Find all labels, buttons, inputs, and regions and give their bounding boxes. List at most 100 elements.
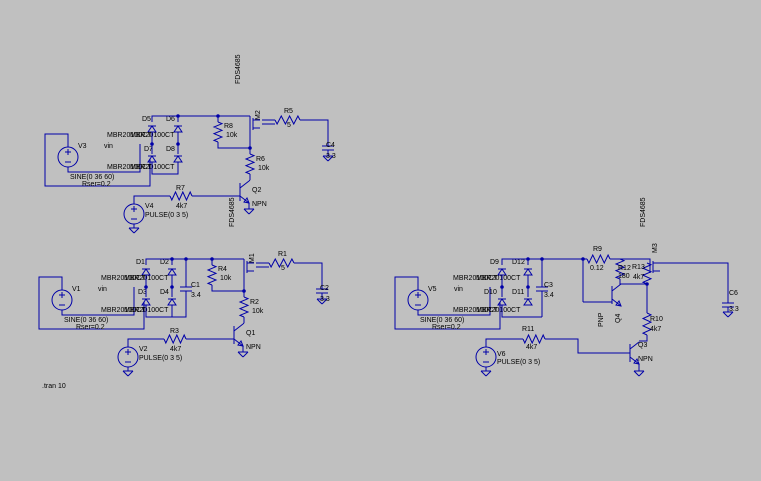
diode-name-label: D10	[484, 289, 497, 296]
wire	[186, 335, 235, 340]
mosfet-model-label: FDS4685	[640, 197, 647, 227]
wire	[61, 287, 135, 316]
load-resistor-icon	[274, 114, 301, 126]
sine-source-icon	[57, 146, 79, 168]
source-rser-label: Rser=0.2	[76, 324, 105, 331]
diode-model-label: MBR20100CT	[124, 275, 169, 282]
mosfet-name-label: M1	[249, 253, 256, 263]
resistor-name-label: R12	[618, 265, 631, 272]
resistor-value-label: 10k	[252, 308, 264, 315]
wire	[192, 192, 241, 197]
diode-name-label: D5	[142, 116, 151, 123]
diode-icon	[173, 125, 183, 133]
diode-model-label: MBR20100CT	[453, 307, 498, 314]
junction-dot	[526, 257, 530, 261]
wire	[639, 335, 648, 342]
base-resistor-icon	[169, 190, 193, 202]
sine-source-icon	[407, 289, 429, 311]
diode-icon	[523, 298, 533, 306]
npn-transistor-icon	[233, 323, 244, 347]
bjt-name-label: Q3	[638, 342, 647, 349]
junction-dot	[176, 114, 180, 118]
load-resistor-icon	[268, 257, 295, 269]
sense-resistor-icon	[586, 253, 611, 265]
diode-name-label: D11	[512, 289, 524, 296]
diode-model-label: MBR20100CT	[476, 275, 521, 282]
base-resistor-icon	[522, 333, 546, 345]
junction-dot	[216, 114, 220, 118]
diode-icon	[497, 298, 507, 306]
wire	[501, 258, 583, 265]
wire	[172, 291, 187, 318]
diode-model-label: MBR20100CT	[101, 275, 146, 282]
wire	[151, 162, 179, 175]
wire	[501, 305, 542, 318]
diode-model-label: MBR20100CT	[476, 307, 521, 314]
mosfet-model-label: FDS4685	[235, 54, 242, 84]
diode-name-label: D12	[512, 259, 525, 266]
pulse-name-label: V4	[145, 203, 154, 210]
diode-name-label: D6	[166, 116, 175, 123]
npn-transistor-icon	[239, 180, 250, 204]
ground-symbol	[316, 298, 328, 305]
bjt-model-label: NPN	[246, 344, 261, 351]
pulse-source-icon	[475, 346, 497, 368]
resistor-name-label: R1	[278, 251, 287, 258]
cap-name-label: C4	[326, 142, 335, 149]
cap-value-label: 3.4	[544, 292, 554, 299]
diode-name-label: D1	[136, 259, 145, 266]
sine-source-icon	[51, 289, 73, 311]
resistor-name-label: R9	[593, 246, 602, 253]
resistor-value-label: 4k7	[526, 344, 537, 351]
pulse-value-label: PULSE(0 3 5)	[145, 212, 188, 219]
gate-resistor-icon	[206, 264, 218, 286]
wire	[217, 142, 250, 149]
drain-resistor-icon	[641, 312, 653, 336]
ground-symbol	[633, 370, 645, 377]
spice-directive-label: .tran 10	[42, 383, 66, 390]
bjt-model-label: NPN	[638, 356, 653, 363]
diode-icon	[141, 298, 151, 306]
diode-model-label: MBR20100CT	[101, 307, 146, 314]
resistor-value-label: 4k7	[176, 203, 187, 210]
resistor-name-label: R7	[176, 185, 185, 192]
bjt-model-label: NPN	[252, 201, 267, 208]
resistor-name-label: R4	[218, 266, 227, 273]
junction-dot	[144, 285, 148, 289]
cap-value-label: 3.3	[320, 296, 330, 303]
wire	[394, 276, 501, 330]
junction-dot	[581, 257, 585, 261]
source-name-label: V3	[78, 143, 87, 150]
resistor-name-label: R13	[632, 264, 645, 271]
source-name-label: V5	[428, 286, 437, 293]
pnp-name-label: Q4	[615, 314, 622, 323]
diode-model-label: MBR20100CT	[124, 307, 169, 314]
diode-name-label: D8	[166, 146, 175, 153]
diode-name-label: D9	[490, 259, 499, 266]
diode-icon	[173, 155, 183, 163]
junction-dot	[540, 257, 544, 261]
pulse-source-icon	[117, 346, 139, 368]
bjt-name-label: Q2	[252, 187, 261, 194]
pulse-value-label: PULSE(0 3 5)	[497, 359, 540, 366]
junction-dot	[645, 282, 649, 286]
ground-symbol	[122, 370, 134, 377]
diode-icon	[167, 298, 177, 306]
ground-symbol	[722, 311, 734, 318]
diode-name-label: D2	[160, 259, 169, 266]
resistor-name-label: R5	[284, 108, 293, 115]
mosfet-icon	[243, 261, 254, 273]
wire	[145, 305, 173, 318]
resistor-value-label: 10k	[258, 165, 270, 172]
junction-dot	[170, 257, 174, 261]
ground-symbol	[480, 370, 492, 377]
junction-dot	[170, 285, 174, 289]
base-resistor-icon	[163, 333, 187, 345]
source-value-label: SINE(0 36 60)	[420, 317, 464, 324]
mosfet-model-label: FDS4685	[229, 197, 236, 227]
diode-model-label: MBR20100CT	[107, 132, 152, 139]
